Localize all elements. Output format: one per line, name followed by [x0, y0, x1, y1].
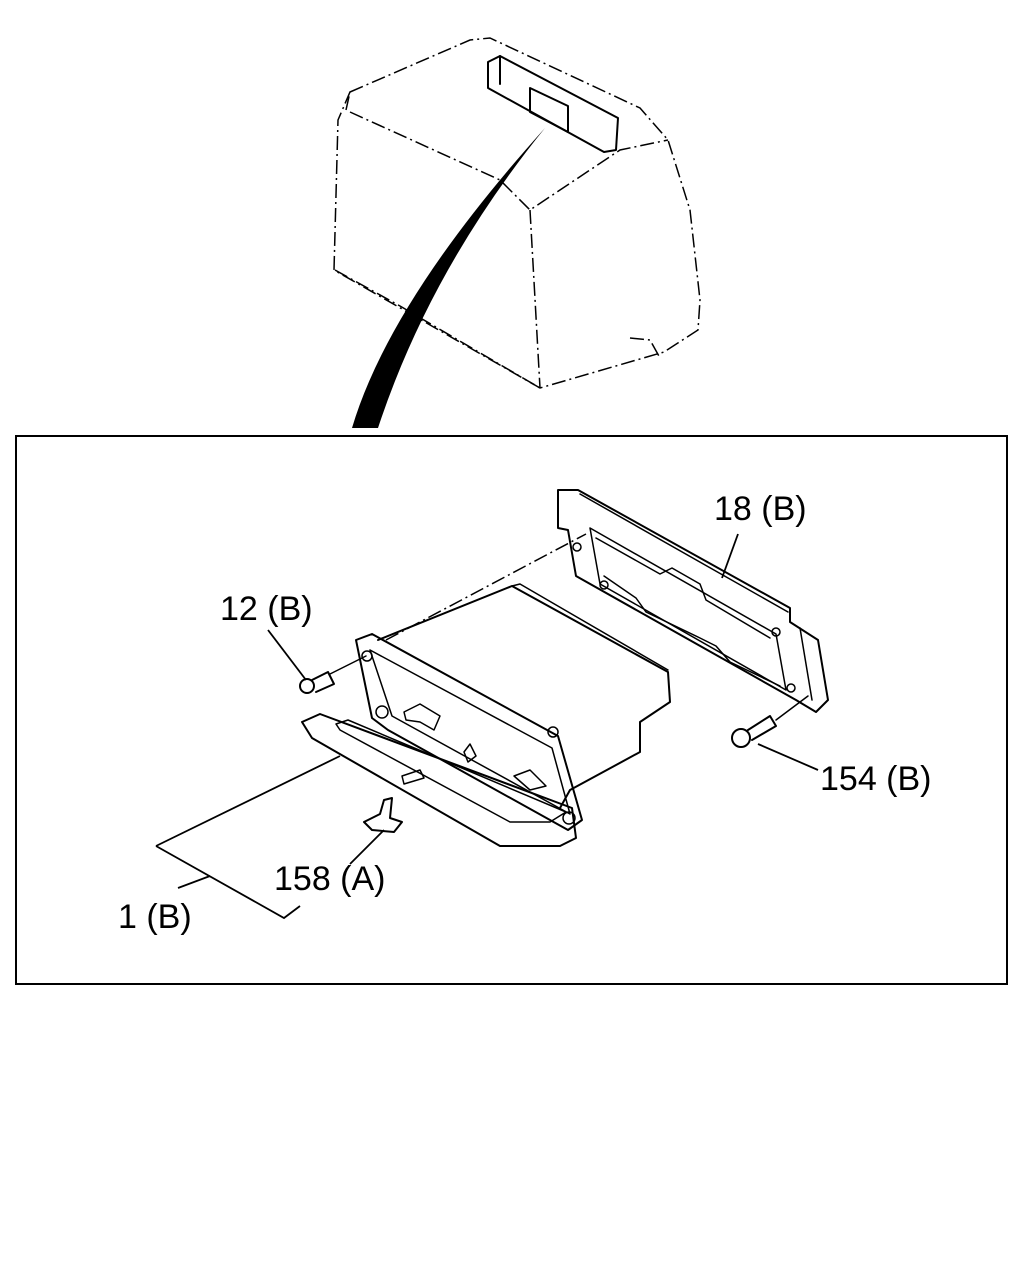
- roof-console-highlight: [487, 55, 619, 153]
- callout-part-158: 158 (A): [274, 860, 386, 898]
- bolt-part-154: [731, 715, 777, 748]
- console-box: [377, 583, 671, 809]
- screw-part-12: [299, 671, 335, 694]
- cab-overview: [333, 37, 701, 389]
- detail-frame: [15, 435, 1008, 985]
- leader-lines: [155, 533, 819, 920]
- bracket-part-18: [557, 489, 829, 713]
- console-lid: [301, 713, 577, 847]
- callout-part-18: 18 (B): [714, 490, 807, 528]
- callout-part-154: 154 (B): [820, 760, 932, 798]
- callout-part-12: 12 (B): [220, 590, 313, 628]
- clip-part-158: [363, 797, 403, 833]
- callout-part-1: 1 (B): [118, 898, 192, 936]
- detail-pointer: [352, 128, 545, 428]
